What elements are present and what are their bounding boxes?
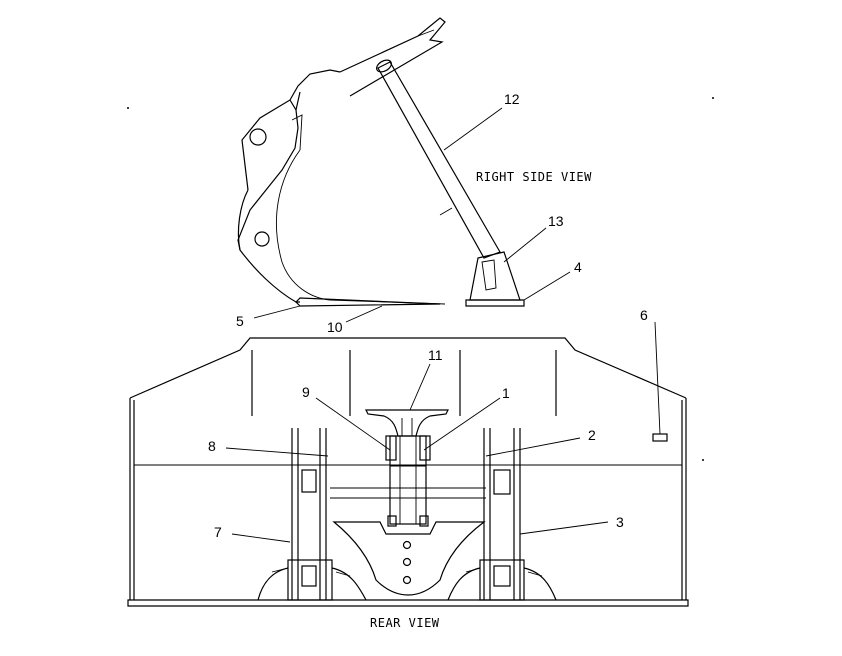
bucket-side-view — [237, 17, 525, 307]
specks — [127, 97, 714, 461]
callout-9: 9 — [302, 384, 310, 400]
callout-6: 6 — [640, 307, 648, 323]
callout-1: 1 — [502, 385, 510, 401]
side-view-caption: RIGHT SIDE VIEW — [476, 170, 592, 184]
rear-view-caption: REAR VIEW — [370, 616, 440, 630]
leader-lines — [225, 107, 661, 543]
callout-8: 8 — [208, 438, 216, 454]
callout-13: 13 — [548, 213, 564, 229]
bucket-rear-view — [127, 337, 689, 607]
right-support — [447, 428, 557, 601]
callout-11: 11 — [428, 347, 443, 363]
callout-12: 12 — [504, 91, 520, 107]
callout-3: 3 — [616, 514, 624, 530]
callout-4: 4 — [574, 259, 582, 275]
left-support — [257, 428, 367, 601]
callout-10: 10 — [327, 319, 343, 335]
callout-7: 7 — [214, 524, 222, 540]
callout-5: 5 — [236, 313, 244, 329]
callout-2: 2 — [588, 427, 596, 443]
